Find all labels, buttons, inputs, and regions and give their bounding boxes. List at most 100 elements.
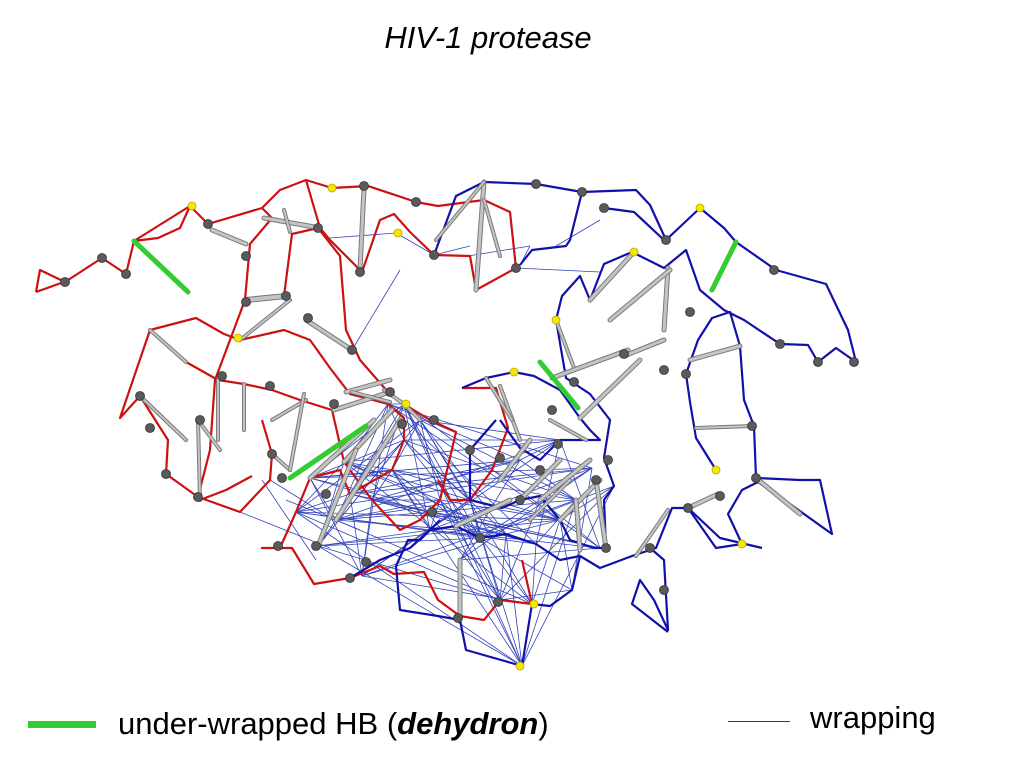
residue-node (603, 455, 613, 465)
dehydron-swatch (28, 720, 96, 728)
wrapping-line (343, 461, 577, 501)
hydrogen-bond (435, 181, 485, 241)
wrapping-line (295, 511, 523, 667)
diagram-title: HIV-1 protease (384, 20, 592, 55)
hydrogen-bond (454, 498, 512, 528)
residue-node-highlight (401, 399, 411, 409)
residue-node (385, 387, 395, 397)
residue-node (429, 415, 439, 425)
hydrogen-bond (239, 299, 291, 341)
residue-node (217, 371, 227, 381)
hydrogen-bond (578, 358, 642, 420)
wrapping-line (317, 537, 481, 547)
residue-nodes (60, 179, 859, 671)
legend-dehydron: under-wrapped HB (dehydron) (28, 706, 549, 742)
residue-node-highlight (695, 203, 705, 213)
hydrogen-bond (474, 180, 486, 292)
wrapping-line (521, 499, 577, 667)
wrapping-line (335, 499, 471, 521)
hydrogen-bond (262, 216, 322, 230)
residue-node (493, 597, 503, 607)
wrapping-line (351, 269, 401, 351)
hydrogen-bond (538, 458, 592, 502)
dehydron-bond (537, 359, 581, 411)
wrapping-line (371, 459, 521, 501)
residue-node (411, 197, 421, 207)
hydrogen-bond (332, 390, 392, 412)
hydrogen-bond (244, 294, 288, 302)
residue-node (281, 291, 291, 301)
hydrogen-bond (283, 209, 291, 233)
residue-node (531, 179, 541, 189)
residue-node (453, 613, 463, 623)
wrapping-line (295, 493, 351, 513)
hydrogen-bond (695, 425, 753, 429)
chain-b-segment (432, 180, 858, 550)
residue-node (547, 405, 557, 415)
residue-node (359, 181, 369, 191)
residue-node (475, 533, 485, 543)
wrapping-line (439, 499, 561, 521)
residue-node (715, 491, 725, 501)
legend-dehydron-suffix: ) (538, 706, 549, 741)
wrapping-line (433, 245, 471, 256)
residue-node (619, 349, 629, 359)
wrapping-line (479, 485, 615, 539)
chain-a-segment (35, 280, 65, 294)
wrapping-line (395, 232, 437, 257)
residue-node (535, 465, 545, 475)
wrapping-swatch (728, 720, 790, 722)
hydrogen-bond (210, 228, 248, 246)
legend-dehydron-prefix: under-wrapped HB ( (118, 706, 398, 741)
wrapping-line (439, 499, 523, 667)
residue-node (681, 369, 691, 379)
wrapping-line (419, 419, 507, 535)
residue-node (751, 473, 761, 483)
dehydron-bond (709, 239, 739, 293)
residue-node (553, 439, 563, 449)
wrapping-line (419, 419, 561, 441)
residue-node (683, 503, 693, 513)
hydrogen-bond (197, 419, 201, 501)
wrapping-line (371, 499, 537, 545)
chain-a-segment (34, 204, 274, 498)
wrapping-line (403, 403, 561, 521)
wrapping-line (391, 419, 421, 471)
wrapping-line (349, 459, 521, 495)
residue-node (135, 391, 145, 401)
protein-backbone-diagram (34, 178, 859, 671)
wrapping-line (499, 533, 507, 601)
wrapping-line (499, 485, 615, 601)
residue-node (311, 541, 321, 551)
chain-a-backbone (34, 178, 534, 622)
residue-node (121, 269, 131, 279)
legend-wrapping: wrapping (728, 700, 936, 736)
wrapping-line (403, 439, 507, 535)
hydrogen-bond (688, 344, 742, 362)
chain-a-segment (133, 205, 192, 243)
residue-node (203, 219, 213, 229)
residue-node (60, 277, 70, 287)
wrapping-line (571, 467, 593, 591)
wrapping-line (343, 461, 471, 501)
wrapping-line (419, 419, 441, 501)
hydrogen-bond (574, 498, 582, 552)
residue-node (685, 307, 695, 317)
wrapping-line (469, 499, 523, 667)
residue-node (193, 492, 203, 502)
hydrogen-bond (555, 319, 575, 369)
hydrogen-bond (351, 391, 391, 403)
residue-node-highlight (711, 465, 721, 475)
wrapping-line (479, 537, 573, 591)
chain-a-segment (261, 178, 518, 292)
chain-a-segment (437, 386, 510, 502)
wrapping-line (309, 467, 593, 479)
hydrogen-bond (304, 318, 354, 352)
residue-node (427, 507, 437, 517)
hydrogen-bond (485, 377, 513, 421)
residue-node-highlight (737, 539, 747, 549)
residue-node-highlight (551, 315, 561, 325)
wrapping-line (403, 403, 431, 531)
chain-b-segment (630, 547, 670, 633)
hydrogen-bond (608, 268, 672, 322)
